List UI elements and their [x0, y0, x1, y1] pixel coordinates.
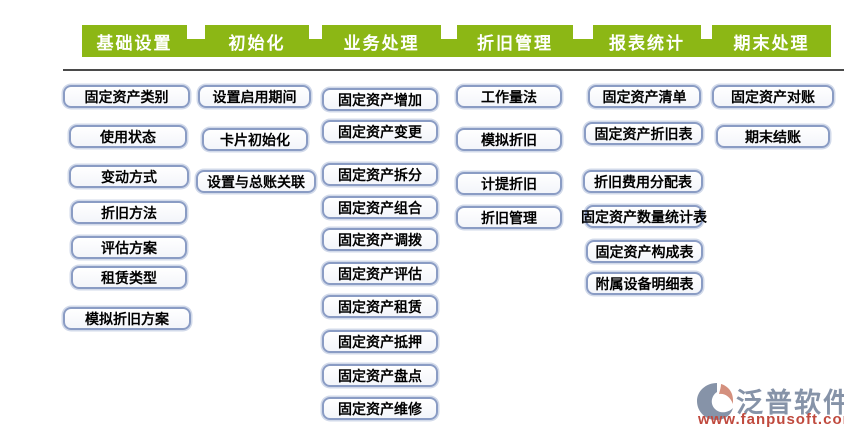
module-button[interactable]: 固定资产折旧表 — [584, 122, 703, 145]
tab-connector — [309, 39, 322, 57]
module-button[interactable]: 设置与总账关联 — [196, 170, 316, 193]
module-button[interactable]: 固定资产盘点 — [322, 364, 438, 387]
brand-name: 泛普软件 — [736, 388, 844, 418]
tab-business-processing[interactable]: 业务处理 — [322, 25, 441, 57]
tab-connector — [441, 39, 457, 57]
module-button[interactable]: 评估方案 — [71, 236, 187, 259]
module-button[interactable]: 固定资产变更 — [322, 120, 438, 143]
module-button[interactable]: 设置启用期间 — [198, 85, 311, 108]
module-button[interactable]: 固定资产清单 — [588, 85, 701, 108]
tab-connector — [187, 39, 205, 57]
tab-connector — [700, 39, 712, 57]
module-button[interactable]: 固定资产维修 — [322, 397, 438, 420]
module-button[interactable]: 固定资产抵押 — [322, 330, 438, 353]
module-button[interactable]: 期末结账 — [716, 125, 830, 148]
module-button[interactable]: 固定资产组合 — [322, 196, 438, 219]
tab-report-statistics[interactable]: 报表统计 — [593, 25, 701, 57]
tab-depreciation-management[interactable]: 折旧管理 — [457, 25, 573, 57]
module-button[interactable]: 租赁类型 — [71, 266, 187, 289]
module-button[interactable]: 固定资产增加 — [322, 88, 438, 111]
module-button[interactable]: 固定资产对账 — [712, 85, 834, 108]
brand-watermark: 泛普软件 www.fanpusoft.com — [692, 379, 844, 431]
tab-initialization[interactable]: 初始化 — [205, 25, 309, 57]
module-button[interactable]: 固定资产拆分 — [322, 163, 438, 186]
module-button[interactable]: 固定资产调拨 — [322, 228, 438, 251]
tab-connector — [573, 39, 593, 57]
module-button[interactable]: 固定资产租赁 — [322, 295, 438, 318]
module-button[interactable]: 固定资产构成表 — [586, 240, 703, 263]
fanpu-logo-icon — [695, 381, 735, 426]
module-button[interactable]: 工作量法 — [456, 85, 562, 108]
header-divider — [63, 69, 844, 71]
module-button[interactable]: 折旧费用分配表 — [583, 170, 703, 193]
module-button[interactable]: 附属设备明细表 — [586, 272, 703, 295]
tab-basic-settings[interactable]: 基础设置 — [82, 25, 187, 57]
module-button[interactable]: 折旧管理 — [456, 206, 562, 229]
module-button[interactable]: 固定资产数量统计表 — [581, 205, 707, 228]
module-button[interactable]: 固定资产评估 — [322, 262, 438, 285]
module-button[interactable]: 卡片初始化 — [202, 128, 308, 151]
tab-period-end-processing[interactable]: 期末处理 — [712, 25, 831, 57]
module-button[interactable]: 计提折旧 — [456, 172, 562, 195]
module-button[interactable]: 固定资产类别 — [63, 85, 190, 108]
module-button[interactable]: 模拟折旧 — [456, 128, 562, 151]
module-button[interactable]: 使用状态 — [69, 125, 187, 148]
brand-url: www.fanpusoft.com — [698, 411, 844, 428]
module-button[interactable]: 变动方式 — [69, 165, 189, 188]
module-button[interactable]: 折旧方法 — [71, 201, 187, 224]
module-button[interactable]: 模拟折旧方案 — [63, 307, 191, 330]
